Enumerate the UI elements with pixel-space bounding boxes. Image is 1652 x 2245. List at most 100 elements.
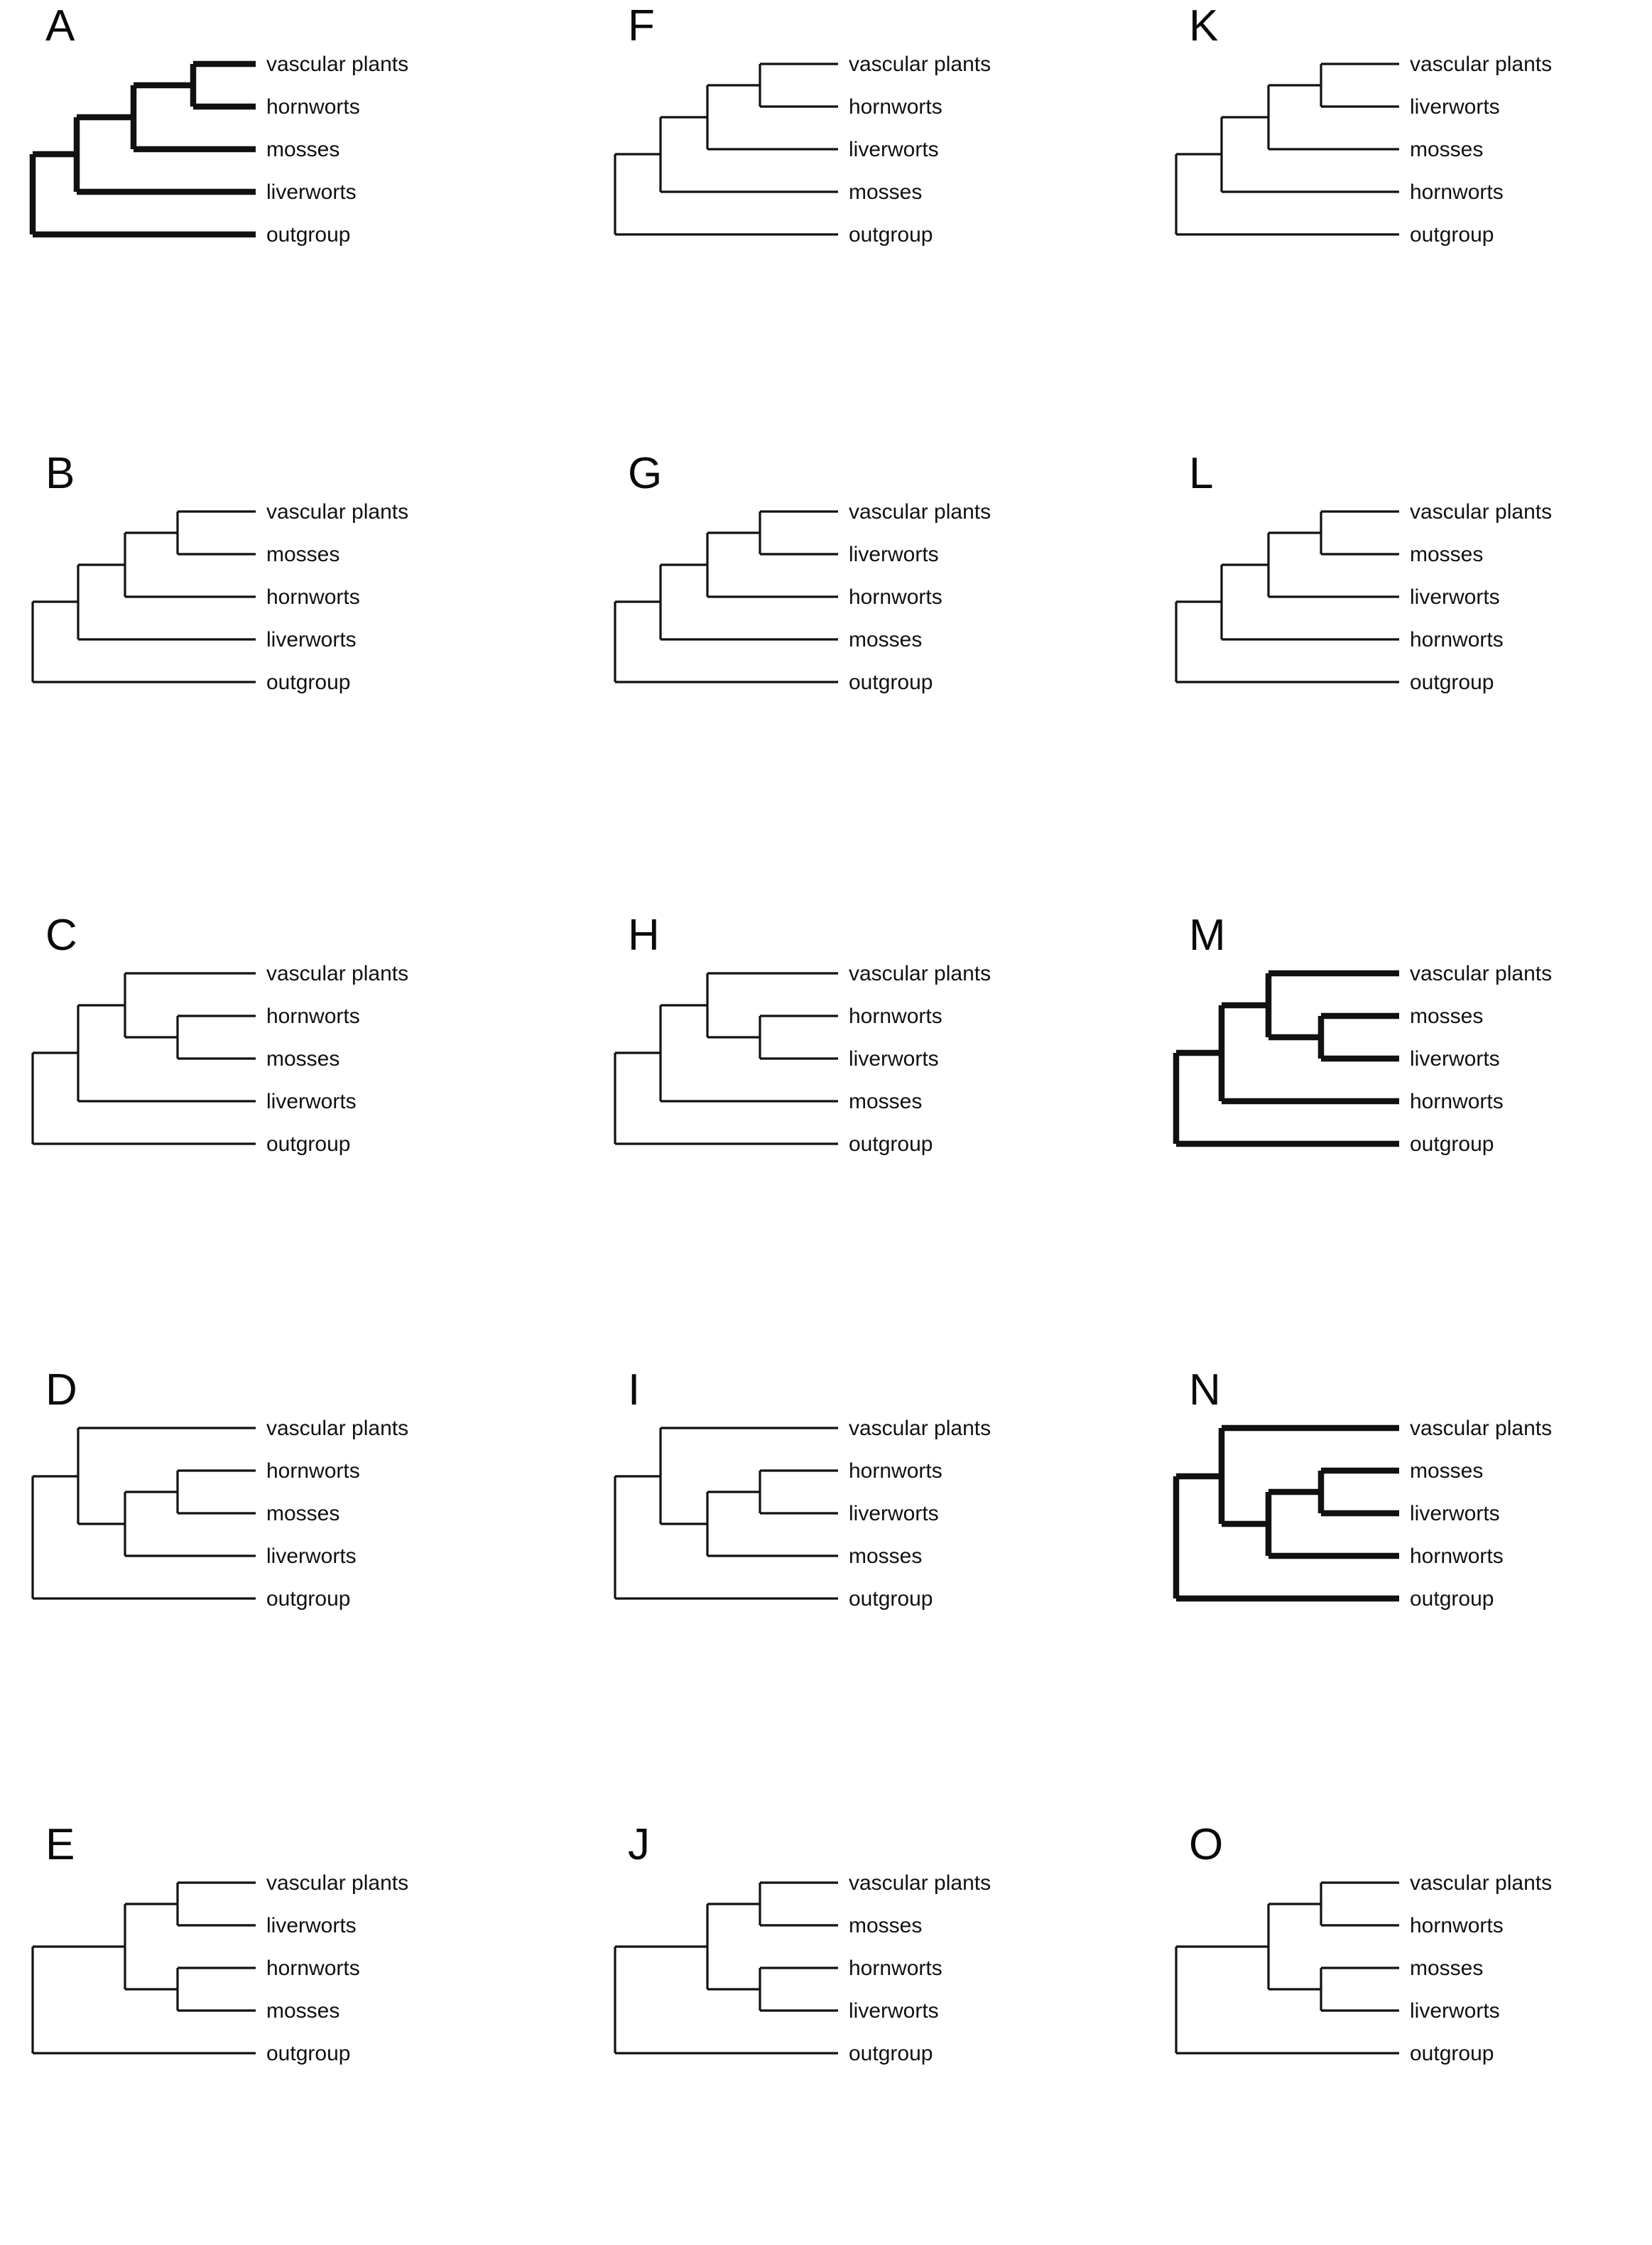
leaf-label: vascular plants [849, 53, 991, 76]
leaf-label: hornworts [266, 585, 360, 609]
leaf-label: mosses [1410, 1957, 1483, 1980]
panel-letter-g: G [628, 449, 663, 498]
tree-diagram-j: vascular plants mosses hornworts liverworts… [614, 1871, 991, 2065]
tree-diagram-m: vascular plants mosses liverworts hornworts… [1173, 962, 1552, 1156]
panel-letter-a: A [45, 1, 75, 50]
leaf-label: outgroup [266, 2042, 350, 2065]
leaf-label: liverworts [849, 1999, 939, 2023]
leaf-label: hornworts [1410, 628, 1504, 651]
leaf-label: hornworts [1410, 1090, 1504, 1113]
leaf-label: vascular plants [1410, 1871, 1552, 1895]
tree-diagram-d: vascular plantshornwortsmossesliverworts… [31, 1417, 408, 1611]
leaf-label: outgroup [1410, 1132, 1494, 1156]
leaf-label: liverworts [1410, 585, 1500, 609]
panel-letter-b: B [45, 449, 75, 498]
leaf-label: hornworts [1410, 180, 1504, 204]
leaf-label: mosses [1410, 543, 1483, 566]
panel-letter-l: L [1189, 449, 1214, 498]
leaf-label: liverworts [1410, 1502, 1500, 1525]
leaf-label: mosses [849, 1090, 922, 1113]
leaf-label: vascular plants [266, 500, 408, 524]
panel-letter-m: M [1189, 911, 1226, 960]
leaf-label: mosses [1410, 1005, 1483, 1028]
panel-letter-k: K [1189, 1, 1219, 50]
leaf-label: hornworts [266, 1459, 360, 1483]
leaf-label: vascular plants [849, 962, 991, 985]
tree-diagram-k: vascular plantsliverwortsmosseshornworts… [1175, 53, 1552, 247]
leaf-label: hornworts [849, 1957, 942, 1980]
leaf-label: outgroup [849, 1132, 933, 1156]
leaf-label: liverworts [1410, 1047, 1500, 1071]
leaf-label: mosses [266, 1999, 339, 2023]
panel-letter-j: J [628, 1820, 650, 1869]
leaf-label: mosses [849, 1545, 922, 1568]
panel-letter-f: F [628, 1, 655, 50]
leaf-label: liverworts [849, 1047, 939, 1071]
leaf-label: liverworts [1410, 1999, 1500, 2023]
leaf-label: mosses [266, 543, 339, 566]
leaf-label: mosses [849, 628, 922, 651]
panel-letter-i: I [628, 1365, 641, 1414]
leaf-label: vascular plants [266, 1871, 408, 1895]
tree-diagram-h: vascular plantshornwortsliverwortsmosses… [614, 962, 991, 1156]
leaf-label: mosses [266, 138, 339, 161]
tree-diagram-o: vascular plants hornworts mosses liverworts… [1175, 1871, 1552, 2065]
tree-diagram-n: vascular plantsmossesliverwortshornworts… [1173, 1417, 1552, 1611]
leaf-label: vascular plants [266, 962, 408, 985]
leaf-label: mosses [849, 1914, 922, 1937]
leaf-label: liverworts [266, 1090, 357, 1113]
leaf-label: mosses [266, 1502, 339, 1525]
tree-diagram-e: vascular plants liverworts hornworts mosses… [31, 1871, 408, 2065]
leaf-label: liverworts [849, 543, 939, 566]
leaf-label: liverworts [849, 1502, 939, 1525]
leaf-label: hornworts [849, 95, 942, 119]
leaf-label: hornworts [1410, 1914, 1504, 1937]
leaf-label: vascular plants [1410, 1417, 1552, 1440]
panel-letter-h: H [628, 911, 660, 960]
leaf-label: liverworts [266, 180, 357, 204]
leaf-label: vascular plants [849, 500, 991, 524]
tree-diagram-g: vascular plantsliverwortshornwortsmosses… [614, 500, 991, 694]
panel-letter-e: E [45, 1820, 75, 1869]
leaf-label: liverworts [849, 138, 939, 161]
tree-diagram-b: vascular plantsmosseshornwortsliverworts… [31, 500, 408, 694]
leaf-label: outgroup [849, 671, 933, 694]
leaf-label: vascular plants [1410, 962, 1552, 985]
leaf-label: outgroup [266, 1132, 350, 1156]
tree-diagram-i: vascular plantshornwortsliverwortsmosses… [614, 1417, 991, 1611]
leaf-label: vascular plants [266, 53, 408, 76]
leaf-label: vascular plants [849, 1871, 991, 1895]
leaf-label: vascular plants [1410, 500, 1552, 524]
leaf-label: hornworts [266, 1957, 360, 1980]
leaf-label: liverworts [266, 1914, 357, 1937]
tree-diagram-l: vascular plants mosses liverworts hornworts… [1175, 500, 1552, 694]
leaf-label: outgroup [849, 2042, 933, 2065]
leaf-label: outgroup [266, 671, 350, 694]
panel-letter-o: O [1189, 1820, 1224, 1869]
leaf-label: hornworts [849, 1459, 942, 1483]
leaf-label: outgroup [1410, 1587, 1494, 1611]
leaf-label: hornworts [1410, 1545, 1504, 1568]
tree-diagram-c: vascular plants hornworts mosses liverworts… [31, 962, 408, 1156]
leaf-label: outgroup [849, 223, 933, 247]
leaf-label: mosses [266, 1047, 339, 1071]
tree-diagram-a: vascular plantshornwortsmossesliverworts… [29, 53, 408, 247]
leaf-label: hornworts [266, 1005, 360, 1028]
tree-diagram-f: vascular plants hornworts liverworts mosses… [614, 53, 991, 247]
leaf-label: mosses [849, 180, 922, 204]
panel-letter-c: C [45, 911, 77, 960]
leaf-label: liverworts [1410, 95, 1500, 119]
leaf-label: liverworts [266, 1545, 357, 1568]
leaf-label: mosses [1410, 138, 1483, 161]
